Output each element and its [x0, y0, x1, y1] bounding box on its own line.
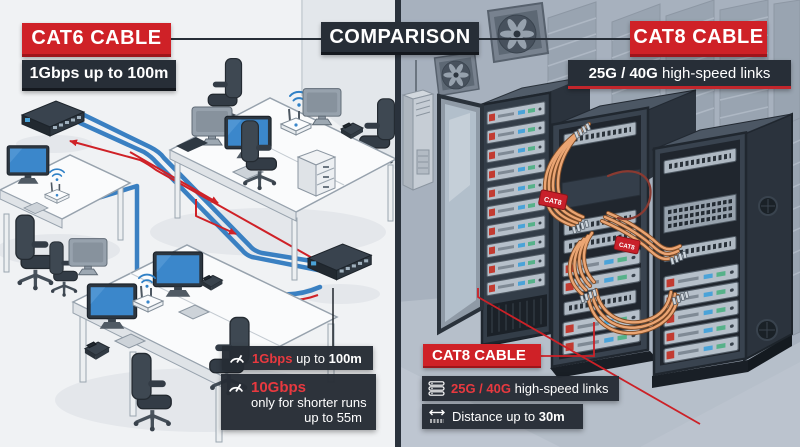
- badge-rest: high-speed links: [510, 381, 609, 396]
- server-rack-2: [550, 89, 697, 378]
- cat6-badge-speed-10g: 10Gbps only for shorter runs up to 55m: [221, 374, 376, 430]
- badge-speed-value: 10Gbps: [251, 378, 307, 396]
- desk-cluster-b: [0, 145, 132, 293]
- cat8-title-banner: CAT8 CABLE: [630, 21, 767, 57]
- cable-tag-2: CAT8: [613, 235, 641, 255]
- cable-tag-label: CAT8: [618, 242, 636, 252]
- cat8-callout-title: CAT8 CABLE: [432, 346, 526, 364]
- cat6-badge-speed-1g: 1Gbps up to 100m: [222, 346, 373, 370]
- cat6-spec-mid: up to: [79, 65, 128, 82]
- cat8-cable-bundles: [542, 121, 683, 336]
- wall-fan-1: [487, 2, 549, 63]
- server-stack-icon: [428, 381, 445, 396]
- cable-tag-1: CAT8: [538, 189, 568, 211]
- connector-line-right: [478, 38, 631, 40]
- badge-speed-value: 1Gbps: [252, 350, 293, 366]
- cat6-spec-banner: 1Gbps up to 100m: [22, 60, 176, 91]
- cat8-badge-links: 25G / 40G high-speed links: [422, 376, 619, 401]
- badge-distance-value: 30m: [538, 409, 565, 424]
- server-room-scene: CAT8 CAT8: [396, 0, 800, 447]
- speedometer-icon: [228, 351, 246, 365]
- comparison-title: COMPARISON: [329, 25, 471, 48]
- rack-glass-door: [437, 93, 484, 336]
- double-arrow-icon: [428, 409, 446, 424]
- cat8-spec-banner: 25G / 40G high-speed links: [568, 60, 791, 89]
- cat8-badge-distance: Distance up to 30m: [422, 404, 583, 429]
- laptop: [176, 137, 208, 152]
- cat6-title: CAT6 CABLE: [31, 27, 162, 49]
- cable-tag-label: CAT8: [543, 196, 562, 207]
- cat8-title: CAT8 CABLE: [633, 26, 764, 48]
- desk-cluster-c: [48, 238, 339, 443]
- panel-divider: [395, 0, 401, 447]
- drawer-cabinet: [297, 149, 336, 197]
- desk-cluster-a: [168, 56, 396, 281]
- cat6-spec-speed: 1Gbps: [29, 65, 80, 82]
- red-callout-lines: [477, 288, 701, 425]
- ac-unit: [401, 60, 435, 191]
- badge-dist-value: 100m: [328, 350, 362, 366]
- speedometer-icon: [227, 380, 245, 394]
- badge-note-line3: up to 55m: [304, 409, 362, 425]
- connector-line-left: [170, 38, 322, 40]
- cat6-spec-dist: 100m: [127, 65, 169, 82]
- wall-fan-2: [433, 51, 480, 97]
- cat8-callout-title-banner: CAT8 CABLE: [423, 344, 541, 368]
- cat8-spec-rest: high-speed links: [657, 64, 771, 82]
- badge-mid: up to: [292, 350, 329, 366]
- badge-distance-label: Distance up to: [452, 409, 539, 424]
- cat6-title-banner: CAT6 CABLE: [22, 23, 171, 57]
- badge-speed-value: 25G / 40G: [451, 381, 511, 396]
- cat8-spec-speed: 25G / 40G: [588, 64, 658, 82]
- server-rack-3: [651, 112, 793, 388]
- badge-note-line2: only for shorter runs: [251, 394, 367, 410]
- comparison-banner: COMPARISON: [321, 22, 479, 55]
